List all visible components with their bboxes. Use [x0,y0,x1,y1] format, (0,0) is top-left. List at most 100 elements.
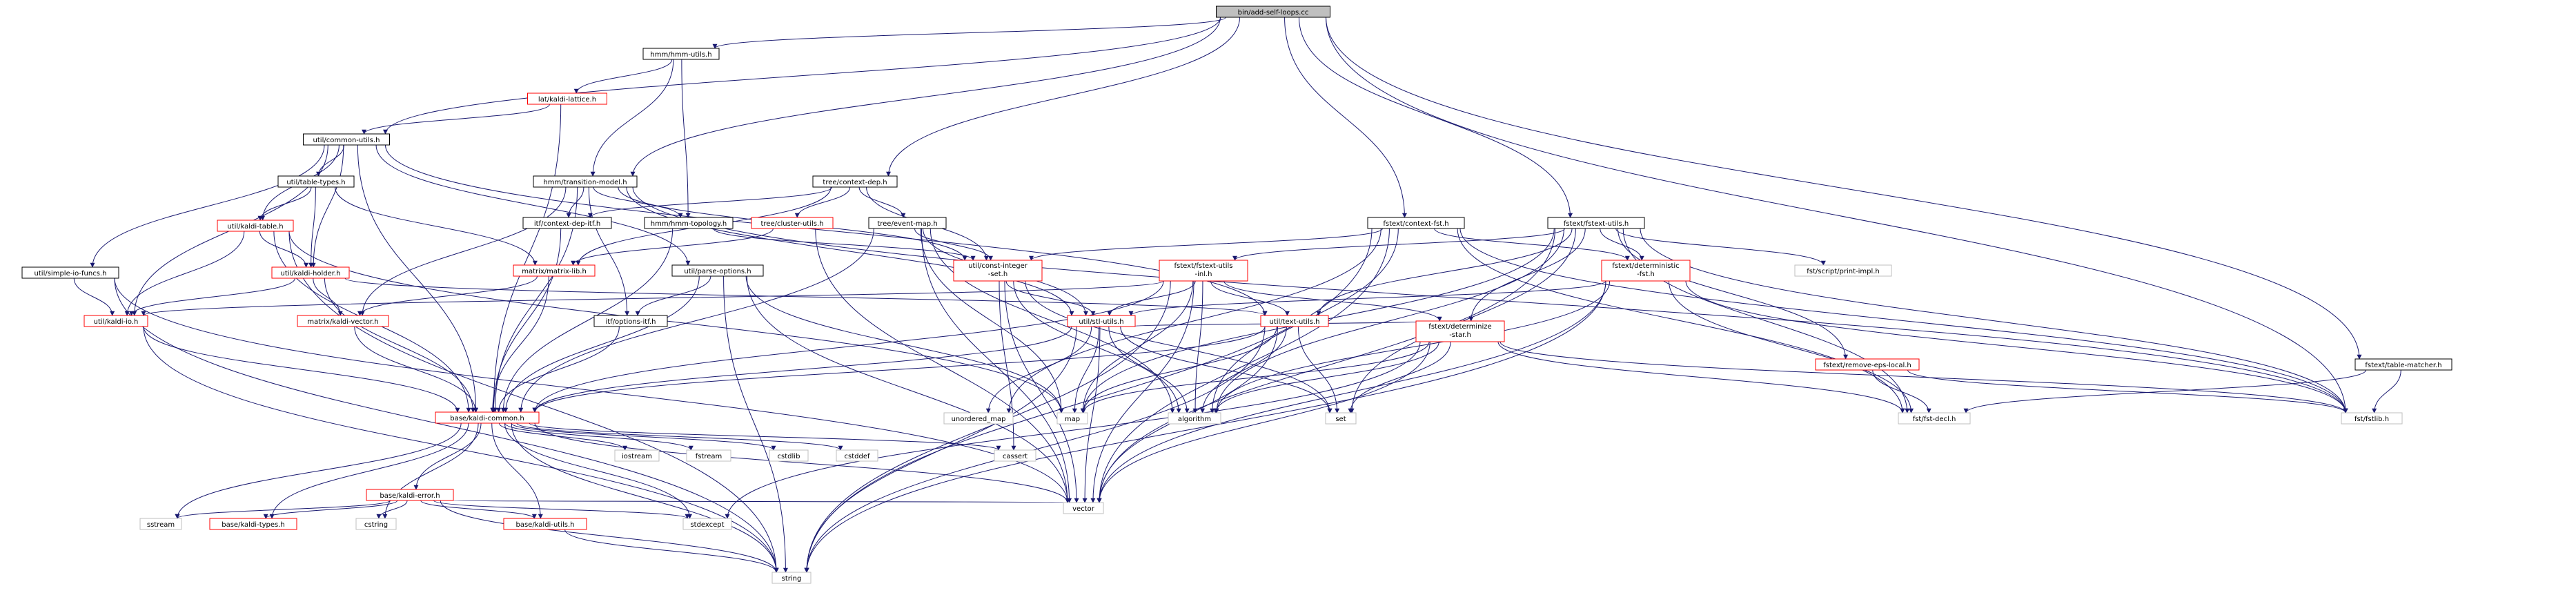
node-fstext-remove-eps-local[interactable]: fstext/remove-eps-local.h [1815,358,1920,371]
node-label: util/simple-io-funcs.h [35,270,107,278]
node-base-kaldi-types[interactable]: base/kaldi-types.h [209,518,297,530]
node-tree-context-dep[interactable]: tree/context-dep.h [812,175,898,188]
edge-util-kaldi-table-to-util-kaldi-holder [259,231,309,268]
node-box [1415,320,1505,342]
node-util-kaldi-table[interactable]: util/kaldi-table.h [217,220,294,232]
edge-base-kaldi-error-to-vector [449,497,1068,503]
node-box [435,411,540,424]
node-base-kaldi-utils[interactable]: base/kaldi-utils.h [503,518,587,530]
node-tree-event-map[interactable]: tree/event-map.h [868,217,947,229]
node-base-kaldi-error[interactable]: base/kaldi-error.h [366,489,454,501]
node-itf-context-dep-itf[interactable]: itf/context-dep-itf.h [522,217,612,229]
node-box [277,175,355,188]
edge-fstext-context-fst-to-fstext-deterministic-fst [1434,228,1630,261]
node-box [1815,358,1920,371]
edge-base-kaldi-common-to-vector [534,422,1070,503]
node-util-stl-utils[interactable]: util/stl-utils.h [1067,315,1136,327]
node-util-common-utils[interactable]: util/common-utils.h [303,133,390,146]
node-label: iostream [622,453,652,460]
node-label-line: -star.h [1449,331,1471,339]
node-cstring: cstring [355,518,397,530]
edge-tree-cluster-utils-to-vector [815,228,1070,503]
edge-hmm-hmm-topology-to-util-const-integer-set [713,228,976,261]
node-label: bin/add-self-loops.cc [1238,9,1309,17]
node-fst-fst-decl: fst/fst-decl.h [1898,412,1971,425]
node-fstext-fstext-utils-inl[interactable]: fstext/fstext-utils-inl.h [1159,260,1248,282]
node-itf-options-itf[interactable]: itf/options-itf.h [593,315,668,327]
node-matrix-matrix-lib[interactable]: matrix/matrix-lib.h [513,264,596,277]
node-label: util/kaldi-holder.h [281,270,341,278]
node-label: fstext/table-matcher.h [2365,362,2441,369]
edge-fstext-fstext-utils-to-fst-fst-decl [1622,228,1910,413]
edge-fstext-determinize-star-to-algorithm [1213,341,1439,413]
node-tree-cluster-utils[interactable]: tree/cluster-utils.h [751,217,834,229]
edge-base-kaldi-error-to-base-kaldi-types [263,500,398,519]
edge-fstext-fstext-utils-inl-to-vector [1090,280,1194,503]
edge-fstext-fstext-utils-to-fst-fstlib [1640,228,2348,413]
edge-fstext-fstext-utils-to-vector [1097,228,1556,503]
edge-util-stl-utils-to-set [1120,326,1333,413]
edge-hmm-transition-model-to-matrix-kaldi-vector [360,186,567,316]
edge-util-table-types-to-matrix-matrix-lib [335,186,538,266]
edge-util-parse-options-to-vector [746,275,1070,503]
node-vector: vector [1063,502,1104,514]
edge-util-common-utils-to-util-kaldi-holder [311,144,344,268]
node-util-text-utils[interactable]: util/text-utils.h [1260,315,1329,327]
node-hmm-hmm-topology[interactable]: hmm/hmm-topology.h [644,217,734,229]
node-box [366,489,454,501]
edge-fstext-fstext-utils-to-fstext-deterministic-fst [1600,228,1644,261]
edge-fstext-table-matcher-to-fst-fstlib [2372,369,2401,413]
node-lat-kaldi-lattice[interactable]: lat/kaldi-lattice.h [527,93,607,105]
edge-util-stl-utils-to-map [1072,326,1100,413]
node-cassert: cassert [994,449,1036,462]
node-util-kaldi-io[interactable]: util/kaldi-io.h [83,315,148,327]
node-util-table-types[interactable]: util/table-types.h [277,175,355,188]
node-base-kaldi-common[interactable]: base/kaldi-common.h [435,411,540,424]
node-box [533,175,638,188]
edge-fstext-remove-eps-local-to-fst-fst-decl [1872,369,1931,413]
edge-base-kaldi-common-to-cstddef [516,422,843,451]
edge-root-to-fst-fstlib [1326,17,2348,413]
node-fstream: fstream [686,449,731,462]
edge-base-kaldi-common-to-fstream [504,422,694,451]
edge-util-stl-utils-to-algorithm [1108,326,1190,413]
node-util-kaldi-holder[interactable]: util/kaldi-holder.h [271,266,350,279]
edge-fstext-context-fst-to-fst-fst-decl [1457,228,1905,413]
edge-util-kaldi-io-to-base-kaldi-common [143,326,460,413]
edge-itf-options-itf-to-base-kaldi-common [496,326,620,413]
node-box [593,315,668,327]
node-hmm-transition-model[interactable]: hmm/transition-model.h [533,175,638,188]
edge-util-common-utils-to-base-kaldi-common [357,144,479,413]
node-util-parse-options[interactable]: util/parse-options.h [671,264,764,277]
node-label: util/kaldi-table.h [227,223,283,231]
edge-fstext-determinize-star-to-vector [1097,341,1430,503]
edge-base-kaldi-common-to-iostream [498,422,628,451]
node-util-simple-io-funcs[interactable]: util/simple-io-funcs.h [21,266,119,279]
edge-tree-context-dep-to-itf-context-dep-itf [587,186,833,218]
node-box [1601,260,1691,282]
node-fstext-fstext-utils[interactable]: fstext/fstext-utils.h [1547,217,1645,229]
edge-base-kaldi-common-to-cassert [529,422,1001,451]
node-box [614,449,660,462]
node-box [751,217,834,229]
edge-fstext-context-fst-to-fst-fstlib [1459,228,2348,413]
node-fstext-deterministic-fst[interactable]: fstext/deterministic-fst.h [1601,260,1691,282]
edge-fstext-deterministic-fst-to-string [804,280,1606,573]
node-matrix-kaldi-vector[interactable]: matrix/kaldi-vector.h [297,315,389,327]
node-label: hmm/hmm-topology.h [651,220,727,228]
node-label-line: -fst.h [1637,271,1655,278]
edge-matrix-matrix-lib-to-matrix-kaldi-vector [357,275,538,316]
node-box [644,217,734,229]
edge-fstext-determinize-star-to-stdexcept [725,341,1421,519]
edge-util-simple-io-funcs-to-util-kaldi-io [73,278,115,316]
node-box [769,449,809,462]
node-fstext-table-matcher[interactable]: fstext/table-matcher.h [2354,358,2452,371]
node-fstext-context-fst[interactable]: fstext/context-fst.h [1367,217,1465,229]
node-fstext-determinize-star[interactable]: fstext/determinize-star.h [1415,320,1505,342]
node-hmm-utils[interactable]: hmm/hmm-utils.h [642,48,720,60]
node-unordered-map: unordered_map [943,412,1014,425]
node-util-const-integer-set[interactable]: util/const-integer-set.h [953,260,1043,282]
edge-hmm-utils-to-hmm-hmm-topology [681,59,691,218]
node-box [1216,6,1330,18]
node-root[interactable]: bin/add-self-loops.cc [1216,6,1330,18]
